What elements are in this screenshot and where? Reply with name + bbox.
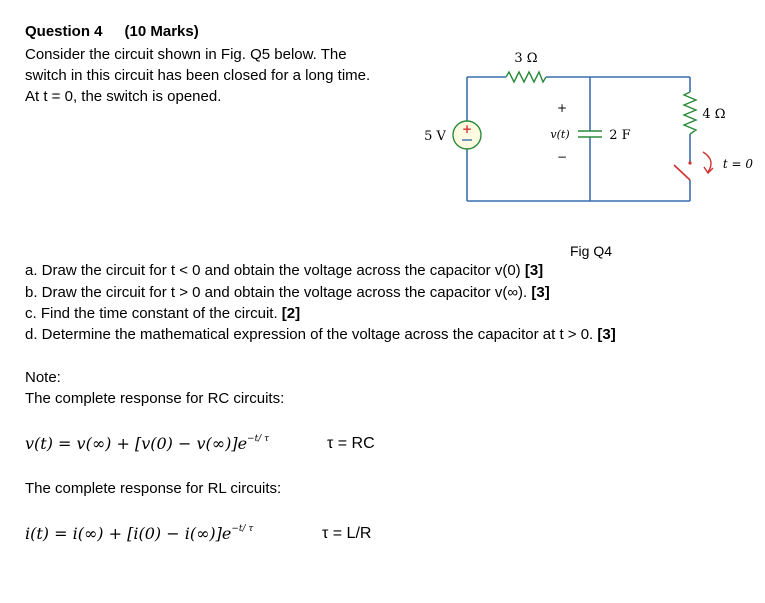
- question-number: Question 4: [25, 23, 103, 40]
- rc-time-constant: τ = RC: [327, 435, 375, 452]
- question-intro: Consider the circuit shown in Fig. Q5 be…: [25, 44, 415, 107]
- question-part-a: a. Draw the circuit for t < 0 and obtain…: [25, 262, 544, 279]
- resistor-4-label: 4 Ω: [702, 107, 725, 122]
- switch-contact: [688, 161, 692, 165]
- rl-time-constant: τ = L/R: [322, 525, 372, 542]
- rl-intro: The complete response for RL circuits:: [25, 480, 282, 497]
- voltage-source: [452, 120, 482, 150]
- source-label: 5 V: [424, 129, 446, 144]
- question-title: Question 4 (10 Marks): [25, 23, 199, 40]
- switch-blade: [673, 164, 691, 181]
- figure-label: Fig Q4: [570, 243, 613, 259]
- question-marks: (10 Marks): [124, 23, 199, 40]
- switch-label: t = 0: [723, 157, 754, 171]
- capacitor-voltage-label: v(t): [550, 128, 569, 141]
- resistor-4-ohm: [682, 91, 698, 135]
- intro-line-1: Consider the circuit shown in Fig. Q5 be…: [25, 46, 347, 63]
- rc-equation: v(t) = v(∞) + [v(0) − v(∞)]e−t/ τ: [25, 433, 270, 453]
- intro-line-3: At t = 0, the switch is opened.: [25, 88, 222, 105]
- capacitor-minus: −: [557, 150, 567, 164]
- question-part-d: d. Determine the mathematical expression…: [25, 326, 616, 343]
- note-heading: Note:: [25, 369, 61, 386]
- rl-equation: i(t) = i(∞) + [i(0) − i(∞)]e−t/ τ: [25, 523, 254, 543]
- rc-intro: The complete response for RC circuits:: [25, 390, 285, 407]
- circuit-diagram: 3 Ω 4 Ω + 5 V 2 F + v(t) − t = 0: [424, 51, 754, 202]
- source-plus-sign: +: [462, 122, 472, 136]
- resistor-3-ohm: [505, 70, 547, 84]
- resistor-3-label: 3 Ω: [514, 51, 537, 66]
- question-part-c: c. Find the time constant of the circuit…: [25, 305, 301, 322]
- switch-arrow-head: [703, 166, 714, 175]
- switch-arrow-icon: [702, 151, 712, 173]
- question-part-b: b. Draw the circuit for t > 0 and obtain…: [25, 284, 550, 301]
- intro-line-2: switch in this circuit has been closed f…: [25, 67, 371, 84]
- capacitor-plus: +: [557, 101, 567, 115]
- capacitor-label: 2 F: [609, 128, 630, 143]
